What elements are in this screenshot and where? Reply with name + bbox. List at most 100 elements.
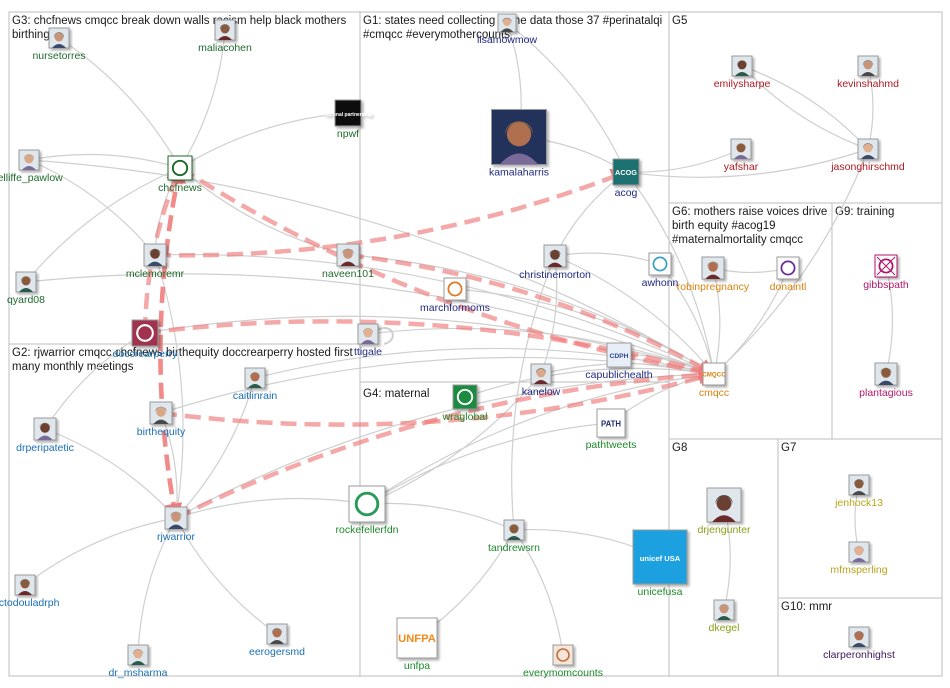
unfpa-label: unfpa [404, 660, 430, 672]
node-mclemoremr[interactable]: mclemoremr [126, 243, 185, 280]
group-box-g10 [777, 597, 943, 677]
node-rockefellerfdn[interactable]: rockefellerfdn [335, 485, 399, 536]
node-jelliffe_pawlow[interactable]: jelliffe_pawlow [0, 149, 63, 184]
node-awhonn[interactable]: awhonn [642, 252, 679, 289]
donaintl-logo-icon [776, 256, 800, 280]
group-title-g6: G6: mothers raise voices drive birth equ… [672, 206, 831, 246]
node-mfmsperling[interactable]: mfmsperling [830, 541, 888, 576]
yafshar-label: yafshar [724, 161, 759, 173]
unicefusa-label: unicefusa [638, 586, 683, 598]
node-qyard08[interactable]: qyard08 [7, 271, 45, 306]
edge-tandrewsrn-christinemorton [511, 255, 557, 531]
mfmsperling-avatar-icon [848, 541, 870, 563]
donaintl-label: donaintl [770, 281, 807, 293]
awhonn-logo-icon [648, 252, 672, 276]
node-drperipatetic[interactable]: drperipatetic [16, 417, 74, 454]
node-jasonghirschmd[interactable]: jasonghirschmd [830, 138, 905, 173]
eerogersmd-label: eerogersmd [249, 646, 305, 658]
node-yafshar[interactable]: yafshar [724, 138, 759, 173]
everymomcounts-logo-icon [552, 644, 574, 666]
jasonghirschmd-avatar-icon [857, 138, 879, 160]
plantagious-label: plantagious [859, 387, 913, 399]
edge-wraglobal-cmqcc [464, 367, 715, 398]
cmqcc-logo-icon: CMQCC [702, 362, 726, 386]
edge-chcfnews-npwf [179, 109, 349, 169]
group-title-g4: G4: maternal [363, 388, 429, 400]
lactodouladrph-avatar-icon [14, 574, 36, 596]
tandrewsrn-label: tandrewsrn [488, 542, 540, 554]
kamalaharris-avatar-icon [491, 109, 547, 165]
clarperonhighst-label: clarperonhighst [823, 649, 895, 661]
mclemoremr-avatar-icon [143, 243, 167, 267]
node-emilysharpe[interactable]: emilysharpe [714, 55, 771, 90]
edge-rjwarrior-cmqcc [175, 369, 715, 519]
node-wraglobal[interactable]: wraglobal [442, 384, 488, 423]
caitlinrain-avatar-icon [244, 367, 266, 389]
node-nursetorres[interactable]: nursetorres [32, 27, 86, 62]
edge-tandrewsrn-everymomcounts [513, 529, 567, 656]
jelliffe_pawlow-avatar-icon [18, 149, 40, 171]
node-ttigale[interactable]: ttigale [354, 323, 382, 358]
birthequity-label: birthequity [137, 426, 186, 438]
dr_msharma-label: dr_msharma [109, 667, 168, 679]
node-kamalaharris[interactable]: kamalaharris [489, 109, 549, 179]
node-drjengunter[interactable]: drjengunter [697, 487, 751, 536]
dkegel-avatar-icon [713, 599, 735, 621]
edge-nursetorres-chcfnews [58, 37, 181, 169]
group-title-g9: G9: training [835, 206, 894, 218]
node-christinemorton[interactable]: christinemorton [519, 244, 591, 281]
node-marchformoms[interactable]: marchformoms [420, 277, 490, 314]
rockefellerfdn-label: rockefellerfdn [335, 524, 398, 536]
node-lisamowmow[interactable]: lisamowmow [477, 13, 538, 46]
node-birthequity[interactable]: birthequity [137, 401, 186, 438]
node-robinpregnancy[interactable]: robinpregnancy [677, 256, 750, 293]
node-tandrewsrn[interactable]: tandrewsrn [488, 519, 540, 554]
node-jenhock13[interactable]: jenhock13 [834, 474, 883, 509]
wraglobal-logo-icon [452, 384, 478, 410]
kevinshahmd-label: kevinshahmd [837, 78, 899, 90]
group-title-g7: G7 [781, 442, 796, 454]
node-donaintl[interactable]: donaintl [770, 256, 807, 293]
wraglobal-label: wraglobal [442, 411, 488, 423]
node-plantagious[interactable]: plantagious [859, 362, 913, 399]
rjwarrior-avatar-icon [164, 506, 188, 530]
node-dr_msharma[interactable]: dr_msharma [109, 644, 168, 679]
node-clarperonhighst[interactable]: clarperonhighst [823, 626, 895, 661]
node-doccrearperry[interactable]: doccrearperry [113, 319, 179, 360]
eerogersmd-avatar-icon [266, 623, 288, 645]
group-title-g2: G2: rjwarrior cmqcc chcfnews birthequity… [12, 347, 356, 373]
node-dkegel[interactable]: dkegel [709, 599, 740, 634]
edge-qyard08-cmqcc [25, 273, 715, 376]
node-kanelow[interactable]: kanelow [522, 363, 561, 398]
edge-rjwarrior-rockefellerfdn [175, 497, 368, 519]
drjengunter-label: drjengunter [697, 524, 751, 536]
node-naveen101[interactable]: naveen101 [322, 243, 374, 280]
node-everymomcounts[interactable]: everymomcounts [523, 644, 603, 679]
node-maliacohen[interactable]: maliacohen [198, 19, 252, 54]
edge-jelliffe_pawlow-cmqcc [28, 159, 715, 375]
capublichealth-label: capublichealth [585, 369, 652, 381]
naveen101-avatar-icon [336, 243, 360, 267]
edge-dr_msharma-rjwarrior [137, 517, 177, 656]
acog-logo-icon: ACOG [612, 158, 640, 186]
node-chcfnews[interactable]: chcfnews [158, 155, 202, 194]
kevinshahmd-avatar-icon [857, 55, 879, 77]
qyard08-avatar-icon [15, 271, 37, 293]
christinemorton-avatar-icon [543, 244, 567, 268]
node-rjwarrior[interactable]: rjwarrior [157, 506, 195, 543]
mclemoremr-label: mclemoremr [126, 268, 185, 280]
node-eerogersmd[interactable]: eerogersmd [249, 623, 305, 658]
node-lactodouladrph[interactable]: lactodouladrph [0, 574, 60, 609]
lisamowmow-label: lisamowmow [477, 34, 538, 46]
cmqcc-logo-text: CMQCC [702, 372, 726, 379]
node-kevinshahmd[interactable]: kevinshahmd [837, 55, 899, 90]
node-gibbspath[interactable]: gibbspath [863, 254, 909, 291]
node-caitlinrain[interactable]: caitlinrain [233, 367, 278, 402]
